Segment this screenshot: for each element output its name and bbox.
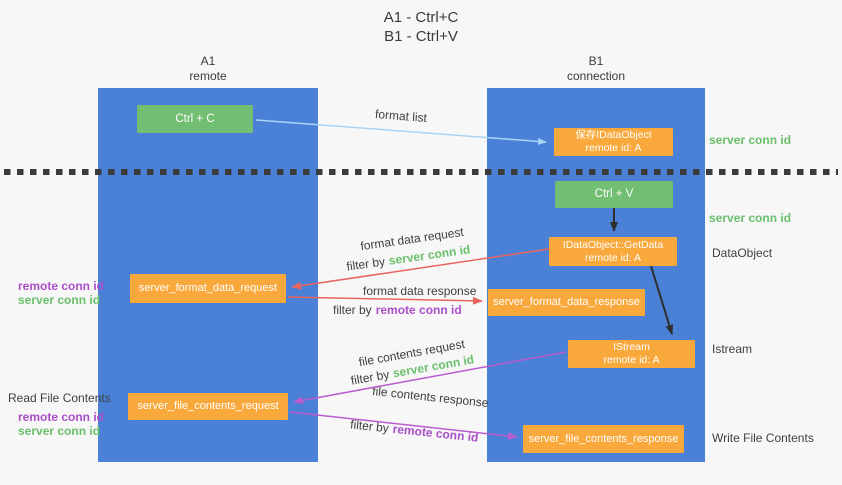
left-remote-conn-id-label-1: remote conn id: [18, 279, 105, 293]
server-format-data-request-label: server_format_data_request: [138, 282, 278, 294]
remote-conn-id-text-1: remote conn id: [375, 303, 462, 317]
ctrl-c-label: Ctrl + C: [175, 112, 215, 125]
ctrl-v-label: Ctrl + V: [594, 188, 634, 200]
save-idataobject-box: 保存IDataObject remote id: A: [554, 128, 673, 156]
getdata-line2: remote id: A: [584, 251, 642, 264]
right-server-conn-id-label-1: server conn id: [709, 133, 792, 147]
getdata-box: IDataObject::GetData remote id: A: [549, 237, 677, 266]
istream-box: IStream remote id: A: [568, 340, 695, 368]
server-file-contents-request-label: server_file_contents_request: [137, 400, 279, 412]
column-b-header: B1 connection: [487, 54, 705, 84]
getdata-line1: IDataObject::GetData: [562, 238, 664, 251]
ctrl-v-box: Ctrl + V: [555, 181, 673, 208]
istream-line2: remote id: A: [603, 354, 660, 366]
filter-by-text-1: filter by: [345, 254, 386, 274]
left-server-conn-id-label-1: server conn id: [18, 293, 101, 307]
save-idataobject-line1: 保存IDataObject: [575, 129, 652, 141]
server-file-contents-response-label: server_file_contents_response: [528, 432, 679, 445]
save-idataobject-line2: remote id: A: [585, 142, 642, 154]
column-b-subtitle: connection: [566, 69, 626, 83]
server-format-data-request-box: server_format_data_request: [130, 274, 286, 303]
format-list-label: format list: [374, 106, 428, 126]
column-a-subtitle: remote: [189, 69, 227, 83]
filter-by-text-4: filter by: [349, 417, 390, 436]
dataobject-label: DataObject: [712, 246, 773, 260]
remote-conn-id-text-2: remote conn id: [392, 421, 480, 445]
read-file-contents-label: Read File Contents: [8, 391, 111, 405]
server-file-contents-response-box: server_file_contents_response: [523, 425, 684, 453]
column-a-header: A1 remote: [98, 54, 318, 84]
format-data-response-label: format data response: [363, 284, 477, 298]
left-server-conn-id-label-2: server conn id: [18, 424, 101, 438]
title-line-1: A1 - Ctrl+C: [383, 9, 459, 26]
server-format-data-response-box: server_format_data_response: [488, 289, 645, 316]
write-file-contents-label: Write File Contents: [712, 431, 814, 445]
filter-by-text-2: filter by: [333, 303, 372, 317]
file-contents-response-label: file contents response: [371, 383, 490, 411]
server-file-contents-request-box: server_file_contents_request: [128, 393, 288, 420]
diagram-title: A1 - Ctrl+C B1 - Ctrl+V: [0, 8, 842, 46]
ctrl-c-box: Ctrl + C: [137, 105, 253, 133]
column-b-title: B1: [588, 54, 604, 68]
server-format-data-response-label: server_format_data_response: [493, 296, 640, 308]
right-server-conn-id-label-2: server conn id: [709, 211, 792, 225]
left-remote-conn-id-label-2: remote conn id: [18, 410, 105, 424]
istream-side-label: Istream: [712, 342, 753, 356]
title-line-2: B1 - Ctrl+V: [384, 28, 458, 45]
istream-line1: IStream: [613, 341, 650, 353]
column-a-title: A1: [200, 54, 216, 68]
